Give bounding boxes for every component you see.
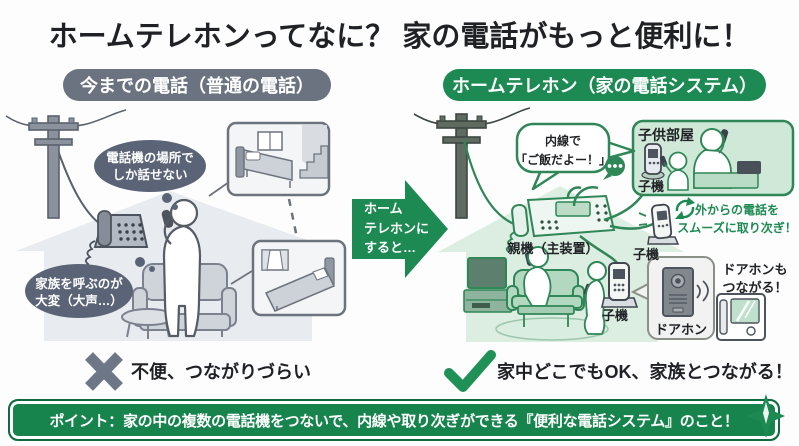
thought-bubble-location [94,140,206,210]
doorphone-bubble [630,256,715,340]
transfer-call-icon [675,197,695,219]
transfer-handset-label: 子機 [633,247,660,262]
monitor-icon [716,293,766,341]
thought-bubble-family [25,257,155,318]
main-phone-icon [505,194,616,253]
wifi-waves-icon [566,186,599,207]
tv-icon [463,257,513,313]
kids-room-panel [631,119,795,197]
kids-handset-label: 子機 [638,179,665,194]
transition-arrow [352,180,448,278]
telephone-pole-icon [5,109,127,225]
check-icon [444,350,496,392]
point-banner-text: ポイント：家の中の複数の電話機をつないで、内線や取り次ぎができる『便利な電話シス… [49,412,739,430]
cordless-handset-icon-kids [641,143,665,180]
kids-room-label: 子供部屋 [638,127,694,143]
badge-before: 今までの電話（普通の電話） [63,69,331,101]
verdict-before-text: 不便、つながりづらい [131,362,311,382]
verdict-after-text: 家中どこでもOK、家族とつながる！ [497,362,793,382]
x-mark-icon [85,352,123,391]
phone-line-from-pole [462,139,515,226]
desk-phone-icon [81,210,149,271]
bedroom-stairs-thumbnail [226,121,331,197]
transition-arrow-label: ホーム テレホンに すると… [364,201,430,255]
thumbnail-connector-line2 [230,270,253,285]
badge-after: ホームテレホン（家の電話システム） [443,69,766,101]
living-handset-label: 子機 [602,308,629,323]
sound-waves-icon [696,280,709,302]
sparkle-icon [747,394,785,438]
desk-object [737,161,761,174]
thumbnail-connector-line [208,181,230,197]
thought-bubble-family-text: 家族を呼ぶのが 大変（大声…） [35,277,123,308]
speech-bubble-intercom [515,122,636,191]
kid-figure [659,151,689,191]
person-kneeling-figure [583,261,607,335]
doorphone-label: ドアホン [654,322,707,337]
before-scene [5,109,347,391]
doorphone-note-text: ドアホンも つながる！ [722,262,788,296]
speech-bubble-intercom-text: 内線で 「ご飯だよー！」 [515,134,612,168]
door-intercom-icon [662,267,694,317]
after-scene [413,107,795,392]
main-phone-label: 親機（主装置） [507,241,599,256]
chat-dots-icon [603,156,625,180]
transfer-note-text: 外からの電話を スムーズに取り次ぎ！ [677,203,797,235]
page-title: ホームテレホンってなに？ 家の電話がもっと便利に！ [48,21,751,53]
cordless-handset-icon-transfer [638,203,680,245]
desk [693,172,759,189]
thought-bubble-location-text: 電話機の場所で しか話せない [106,151,194,182]
telephone-pole-icon-right [413,107,531,219]
bedroom-thumbnail [251,239,347,317]
point-banner: ポイント：家の中の複数の電話機をつないで、内線や取り次ぎができる『便利な電話シス… [8,399,780,441]
dashed-connector [287,198,299,239]
cordless-handset-icon-living [601,262,639,308]
coffee-table-icon [517,305,575,327]
